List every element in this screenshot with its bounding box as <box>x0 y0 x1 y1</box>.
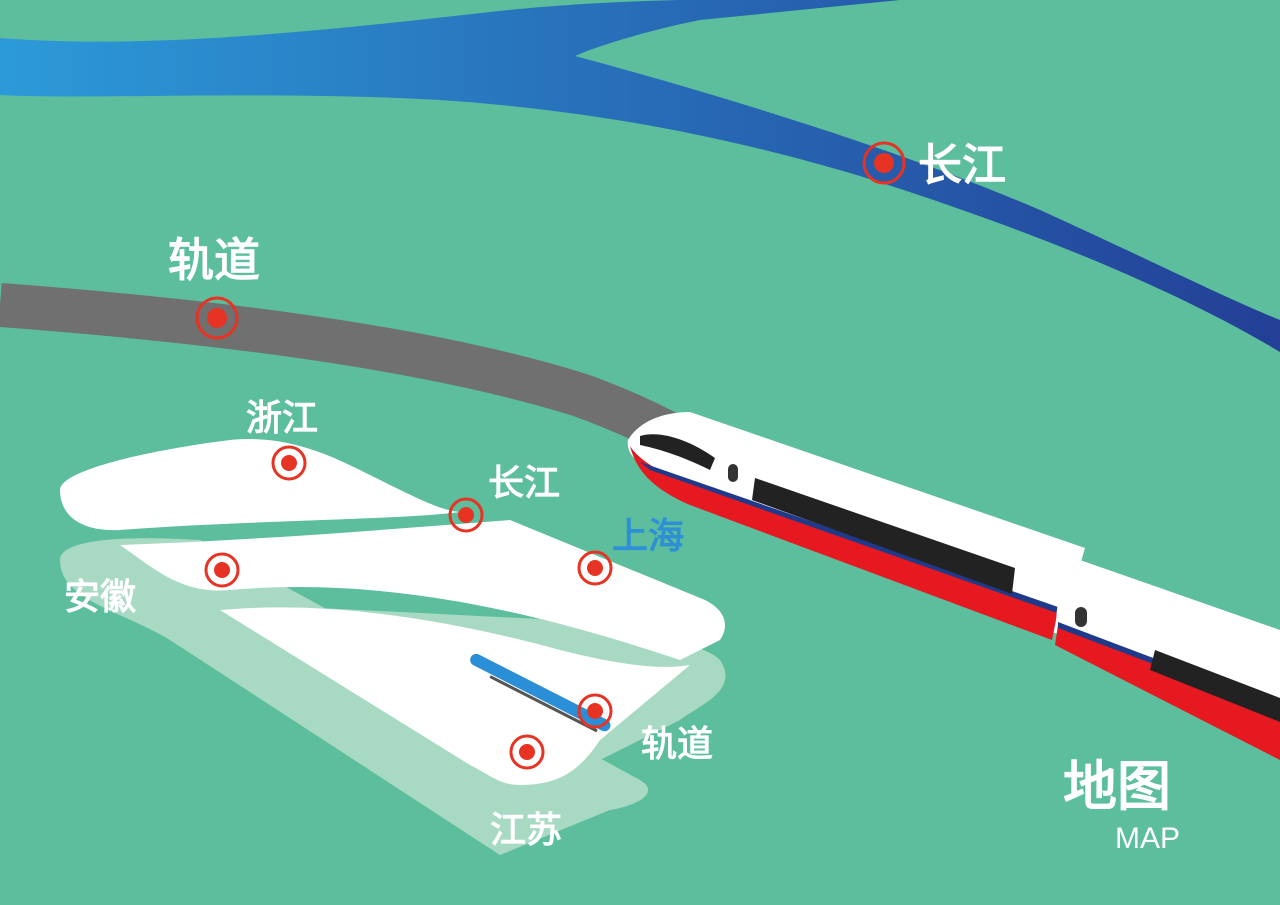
marker-changjiang-main[interactable] <box>862 141 906 185</box>
label-zhejiang: 浙江 <box>246 398 318 439</box>
label-jiangsu: 江苏 <box>490 810 562 851</box>
marker-anhui[interactable] <box>204 552 240 588</box>
train-car2-red <box>1055 625 1280 760</box>
label-changjiang-main: 长江 <box>918 140 1006 191</box>
strip-shanghai <box>120 520 725 660</box>
marker-changjiang-small[interactable] <box>448 497 484 533</box>
train-car2-windows <box>1150 650 1280 722</box>
small-train-roof <box>470 653 611 732</box>
train-car1-windows <box>752 478 1015 594</box>
small-train <box>463 653 611 739</box>
marker-jiangsu[interactable] <box>509 734 545 770</box>
train-car2-door <box>1075 607 1087 627</box>
marker-track-bottom[interactable] <box>577 693 613 729</box>
strip-zhejiang <box>60 439 460 531</box>
label-anhui: 安徽 <box>64 577 137 618</box>
train-car1-door <box>728 464 738 482</box>
map-subtitle: MAP <box>1115 822 1180 855</box>
label-changjiang-small: 长江 <box>488 463 560 504</box>
main-train <box>627 412 1280 760</box>
map-title: 地图 <box>1063 755 1171 818</box>
train-cab-window <box>640 434 715 470</box>
small-train-window-band <box>489 675 598 733</box>
river <box>0 0 1280 352</box>
marker-shanghai[interactable] <box>577 550 613 586</box>
label-track-bottom: 轨道 <box>641 724 713 765</box>
train-car1-stripe <box>640 462 1058 613</box>
strip-jiangsu <box>220 607 690 785</box>
marker-track-top[interactable] <box>195 296 239 340</box>
label-track-top: 轨道 <box>168 233 260 287</box>
label-shanghai: 上海 <box>612 516 684 557</box>
train-car1-red <box>630 446 1058 640</box>
marker-zhejiang[interactable] <box>271 445 307 481</box>
